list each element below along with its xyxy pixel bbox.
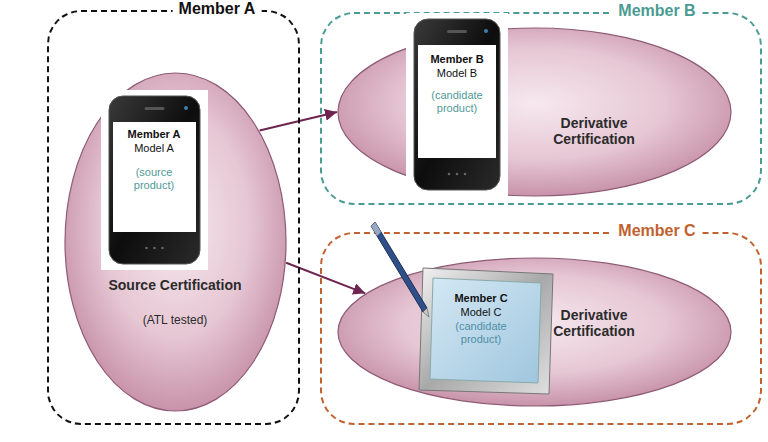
device-label: Model B <box>419 67 495 80</box>
ellipse-outline <box>65 73 286 411</box>
region-label: Member A <box>173 0 262 18</box>
stylus-pen <box>371 222 429 317</box>
photo-background <box>406 13 508 196</box>
phone-led <box>484 29 488 33</box>
certification-label: Derivative Certification <box>534 115 654 147</box>
device-label: Model A <box>114 142 194 155</box>
phone-body <box>109 96 200 264</box>
phone-device: Member AModel A (source product) <box>107 94 202 266</box>
ellipse-outline <box>338 258 731 406</box>
certification-label: Source Certification <box>100 277 250 293</box>
tablet-device: Member CModel C(candidate product) <box>415 264 557 400</box>
phone-body <box>414 19 500 190</box>
ellipse-outline <box>338 28 731 196</box>
phone-button <box>153 247 156 250</box>
member-region: Member CModel C(candidate product)Deriva… <box>320 232 762 425</box>
certification-label: Derivative Certification <box>534 307 654 339</box>
certification-ellipse: Member AModel A (source product) Source Ce… <box>64 72 287 412</box>
photo-background <box>101 90 208 270</box>
phone-button <box>448 173 451 176</box>
device-label: Member C <box>439 292 523 305</box>
region-label: Member C <box>612 222 701 240</box>
member-region: Member BModel B (candidate product) Deriva… <box>320 12 762 205</box>
certification-ellipse: Member BModel B (candidate product) Deriva… <box>337 27 732 197</box>
certification-label: (ATL tested) <box>100 314 250 328</box>
tablet-frame <box>419 268 553 394</box>
device-label: (candidate product) <box>439 320 523 345</box>
region-label: Member B <box>612 2 701 20</box>
device-label: Member A <box>114 128 194 141</box>
device-label: Model C <box>439 306 523 319</box>
phone-button <box>161 247 164 250</box>
phone-button <box>145 247 148 250</box>
member-region: Member AModel A (source product) Source Ce… <box>47 10 300 425</box>
device-label: Member B <box>419 53 495 66</box>
phone-button <box>456 173 459 176</box>
phone-device: Member BModel B (candidate product) <box>412 17 502 192</box>
phone-screen <box>418 45 496 158</box>
certification-ellipse-outline <box>337 27 732 197</box>
phone-speaker <box>145 107 165 110</box>
phone-screen <box>113 122 196 232</box>
device-label: (candidate product) <box>419 89 495 114</box>
tablet-screen <box>430 278 541 383</box>
phone-button <box>464 173 467 176</box>
device-label: (source product) <box>114 166 194 191</box>
certification-ellipse: Member CModel C(candidate product)Deriva… <box>337 257 732 407</box>
phone-speaker <box>447 30 467 33</box>
phone-led <box>184 106 188 110</box>
